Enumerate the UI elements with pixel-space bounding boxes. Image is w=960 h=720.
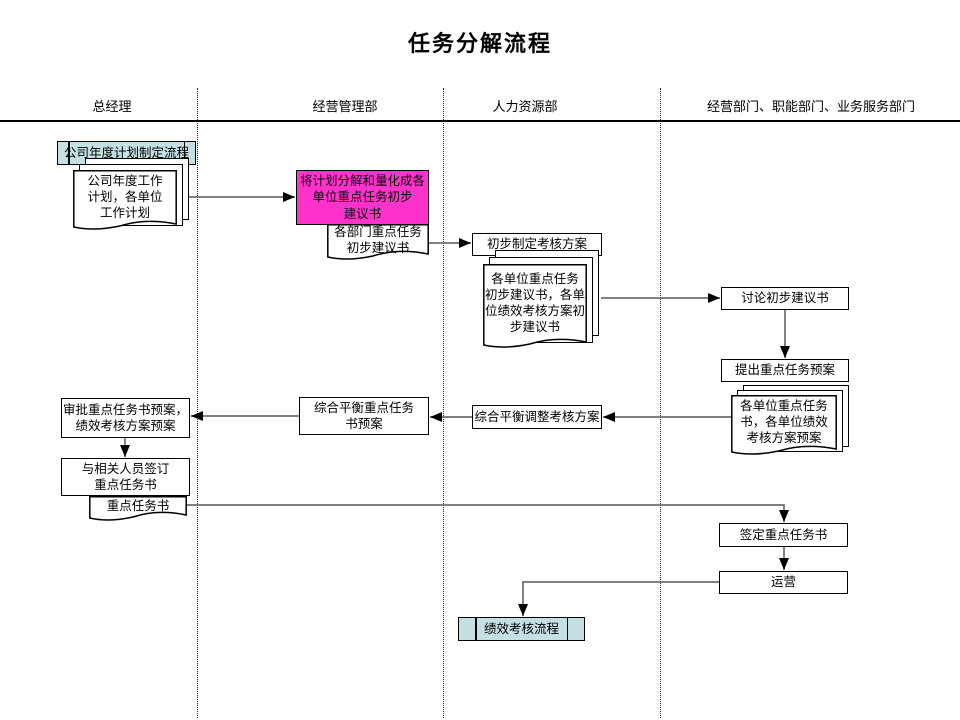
document-front-page — [73, 170, 177, 230]
document-unit-proposals: 各单位重点任务 初步建议书，各单 位绩效考核方案初 步建议书 — [483, 250, 599, 350]
document-label: 各单位重点任务 初步建议书，各单 位绩效考核方案初 步建议书 — [484, 271, 585, 335]
document-front-page — [483, 264, 587, 348]
node-balance-adjust-assessment: 综合平衡调整考核方案 — [472, 405, 602, 429]
document-label: 公司年度工作 计划，各单位 工作计划 — [87, 173, 163, 221]
node-approve-plans: 审批重点任务书预案， 绩效考核方案预案 — [61, 398, 190, 438]
lane-header-general-manager: 总经理 — [92, 99, 132, 114]
document-dept-proposal: 各部门重点任务 初步建议书 — [327, 224, 429, 262]
document-annual-plans: 公司年度工作 计划，各单位 工作计划 — [73, 158, 189, 232]
lane-header-human-resources: 人力资源部 — [492, 99, 558, 114]
lane-divider-1 — [197, 88, 198, 718]
header-divider-line — [0, 120, 960, 122]
node-sign-task: 签定重点任务书 — [719, 523, 848, 547]
document-label: 各单位重点任务 书，各单位绩效 考核方案预案 — [740, 398, 828, 446]
lane-divider-2 — [443, 88, 444, 718]
lane-header-operations-management: 经营管理部 — [312, 99, 378, 114]
node-raise-task-plan: 提出重点任务预案 — [721, 359, 849, 382]
document-front-page — [327, 224, 429, 260]
document-label: 各部门重点任务 初步建议书 — [334, 224, 422, 255]
lane-header-business-departments: 经营部门、职能部门、业务服务部门 — [706, 99, 915, 114]
lane-divider-3 — [660, 88, 661, 718]
page-title: 任务分解流程 — [407, 31, 552, 56]
document-front-page — [89, 496, 187, 521]
node-operate: 运营 — [719, 571, 848, 594]
node-balance-task-plan: 综合平衡重点任务 书预案 — [299, 397, 429, 435]
node-discuss-proposal: 讨论初步建议书 — [721, 287, 849, 310]
document-front-page — [731, 395, 837, 455]
node-performance-process-ref: 绩效考核流程 — [458, 617, 585, 641]
node-sign-with-staff: 与相关人员签订 重点任务书 — [61, 458, 190, 496]
document-label: 重点任务书 — [106, 499, 170, 514]
document-key-task: 重点任务书 — [89, 496, 187, 523]
document-unit-task-books: 各单位重点任务 书，各单位绩效 考核方案预案 — [731, 385, 849, 457]
node-decompose-task: 将计划分解和量化成各 单位重点任务初步 建议书 — [296, 170, 429, 225]
